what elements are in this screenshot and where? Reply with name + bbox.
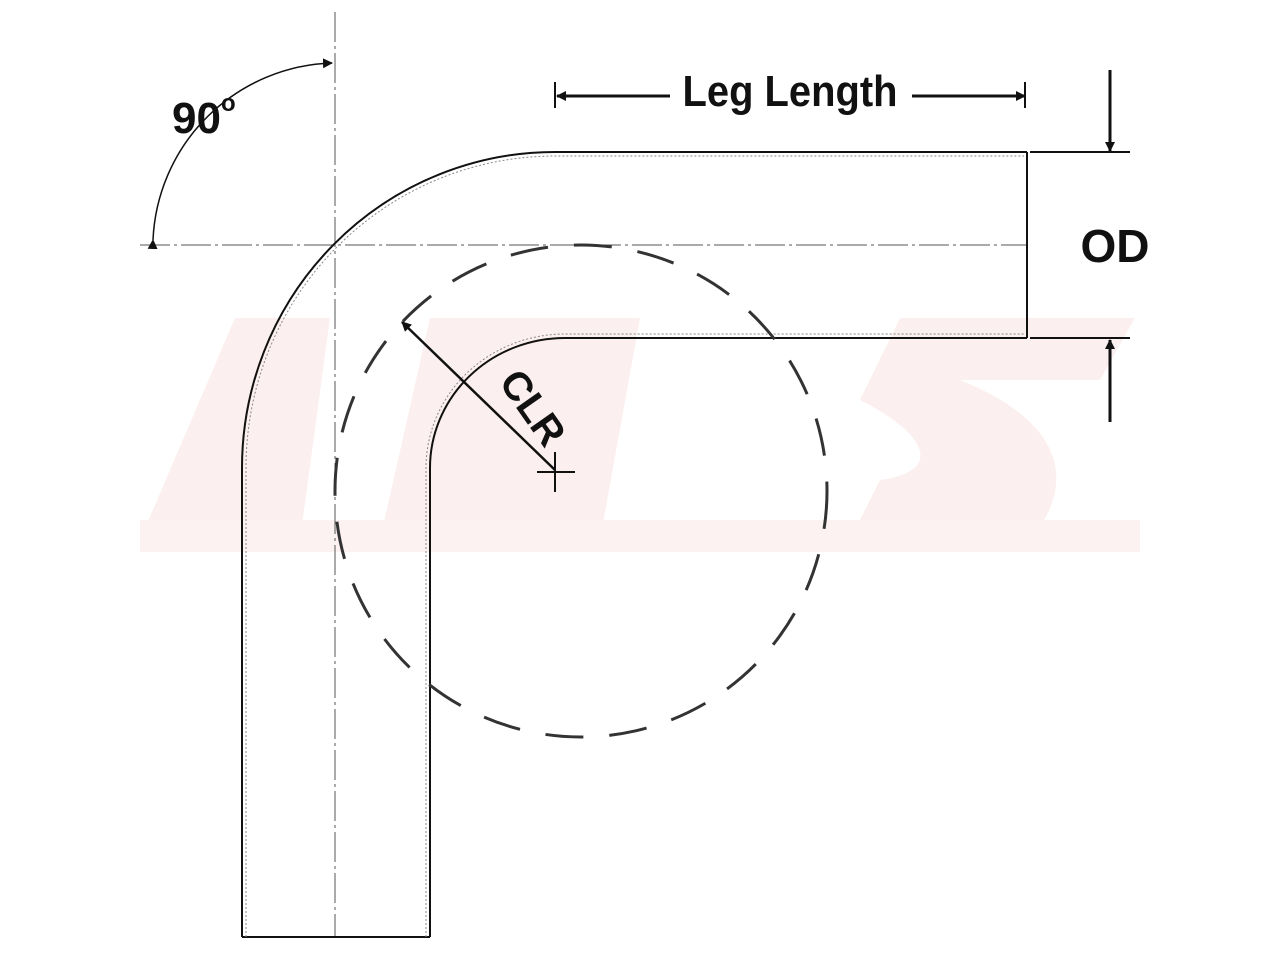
hps-watermark bbox=[140, 318, 1140, 552]
pipe-outer-wall bbox=[241, 151, 1027, 937]
clr-arrow bbox=[401, 321, 556, 471]
center-crosshair bbox=[537, 452, 575, 492]
angle-label: 90o bbox=[172, 90, 236, 143]
centerline-radius-circle bbox=[333, 243, 829, 739]
od-label: OD bbox=[1081, 220, 1150, 272]
leg-length-label: Leg Length bbox=[683, 67, 898, 116]
pipe-bend bbox=[241, 151, 1028, 938]
pipe-inner-wall bbox=[429, 337, 1027, 937]
angle-arc bbox=[147, 58, 333, 250]
